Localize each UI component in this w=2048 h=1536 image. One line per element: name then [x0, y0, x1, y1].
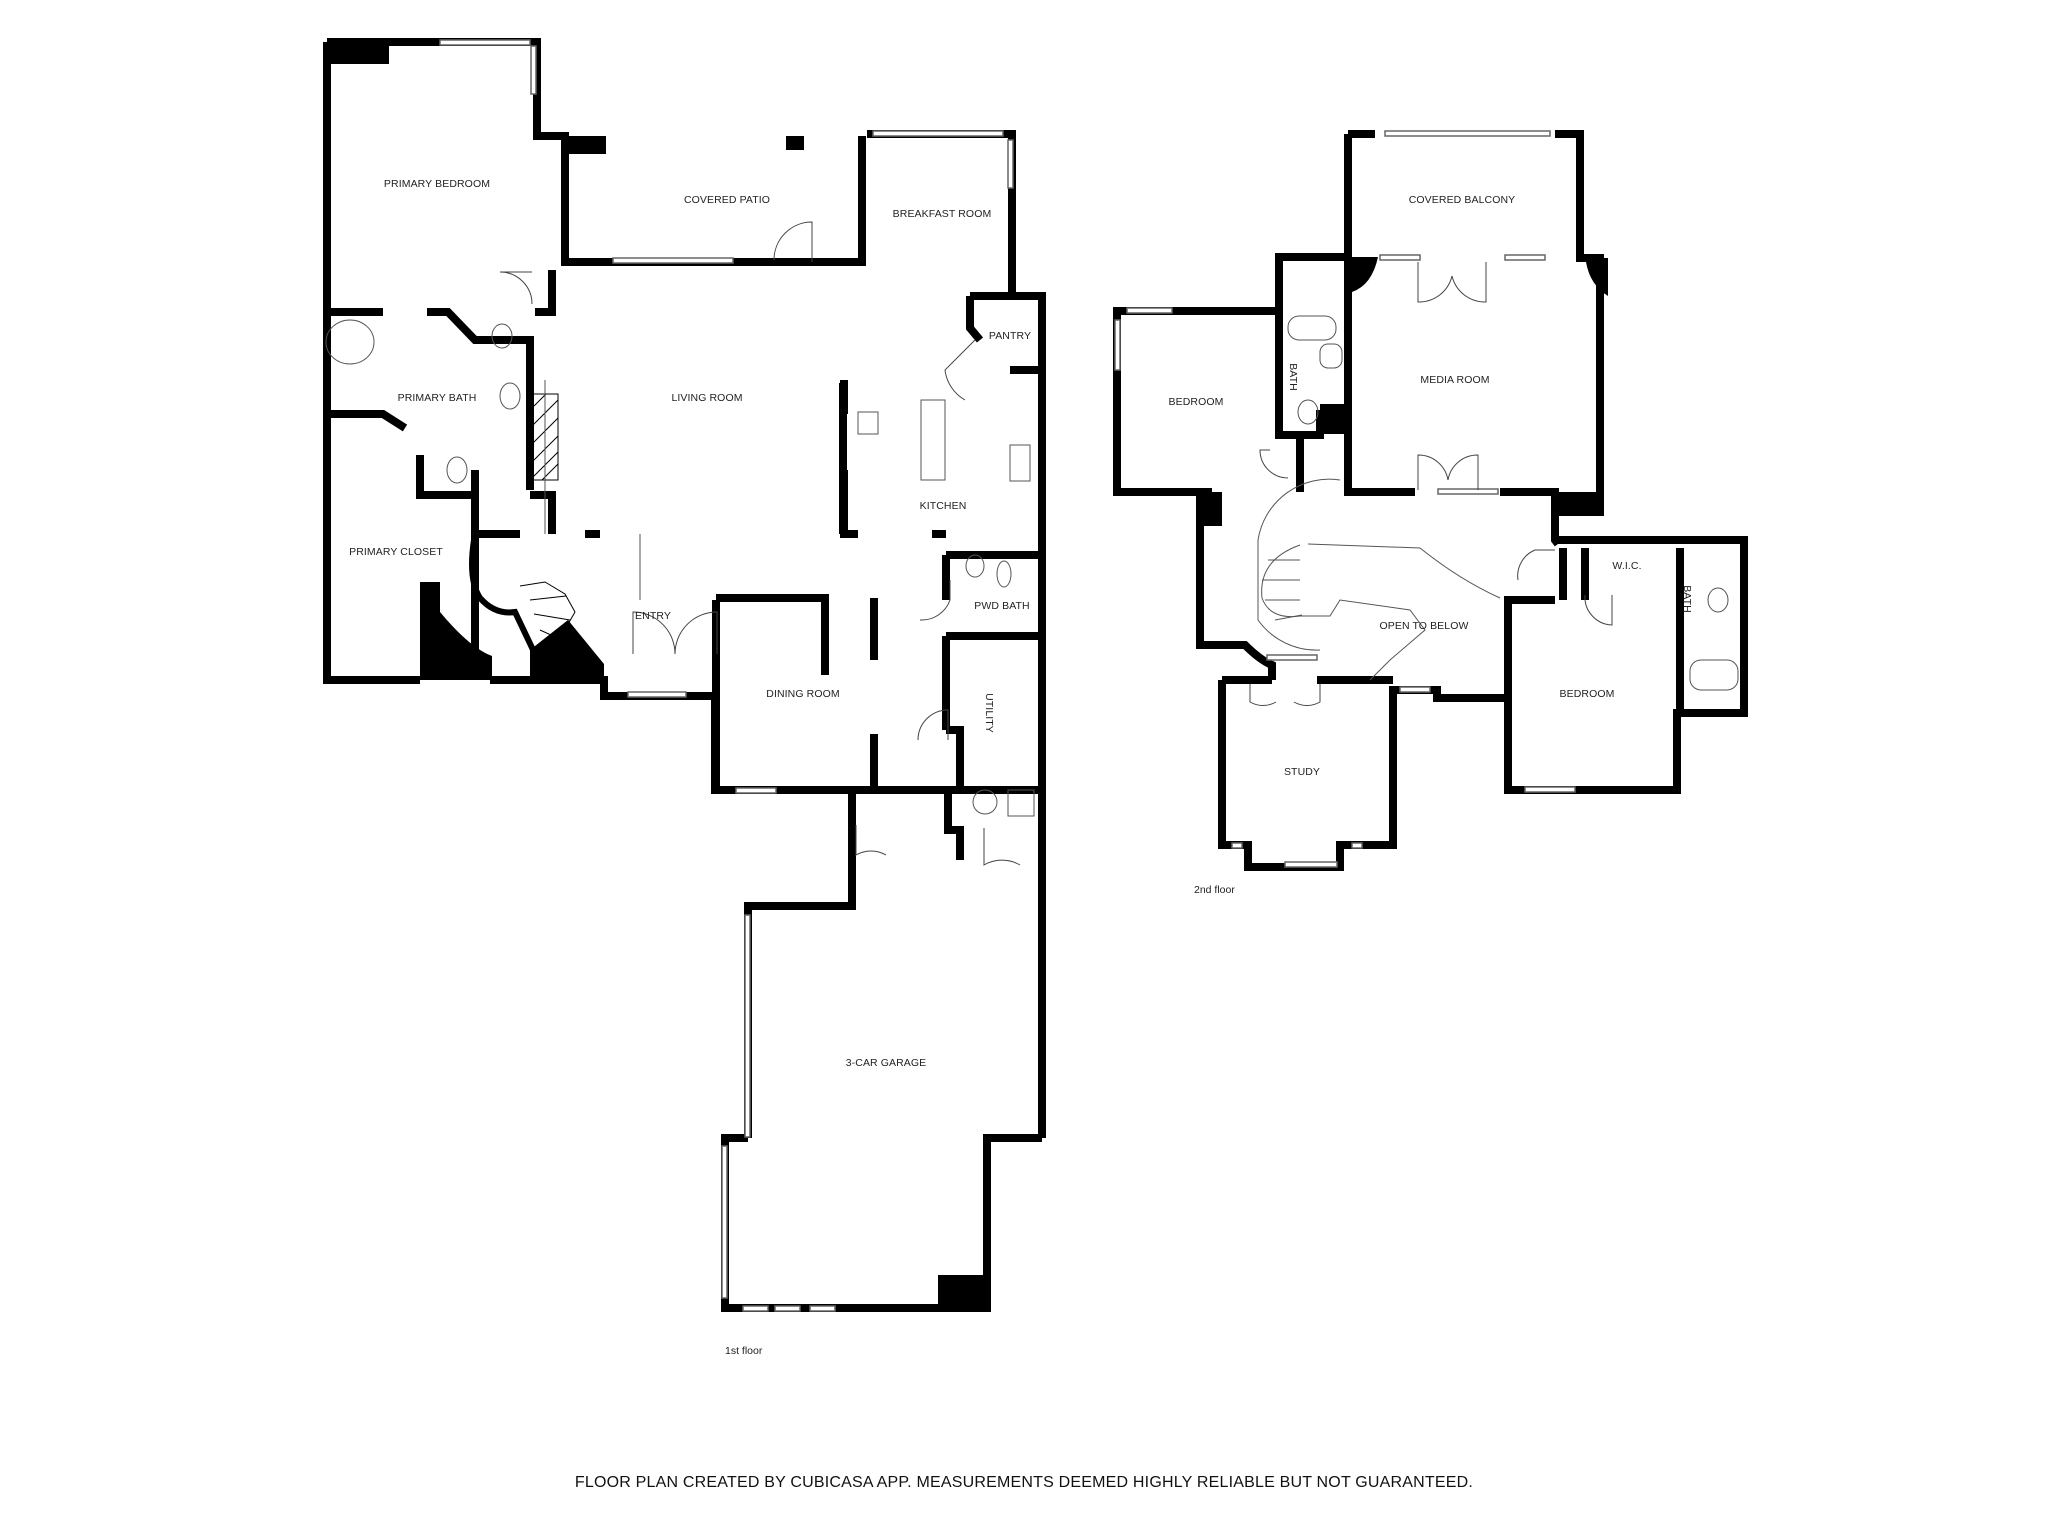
- room-label-primary-bedroom: PRIMARY BEDROOM: [383, 178, 491, 190]
- room-label-entry: ENTRY: [635, 610, 671, 622]
- second-floor-doors: [1249, 262, 1613, 706]
- first-floor-stair: [469, 539, 576, 677]
- room-label-covered-patio: COVERED PATIO: [683, 194, 771, 206]
- room-label-primary-bath: PRIMARY BATH: [397, 392, 477, 404]
- room-label-bath-west: BATH: [1287, 363, 1299, 391]
- disclaimer-footer: FLOOR PLAN CREATED BY CUBICASA APP. MEAS…: [574, 1474, 1474, 1491]
- room-label-living-room: LIVING ROOM: [671, 392, 743, 404]
- first-floor-columns: [327, 42, 988, 1309]
- room-label-pantry: PANTRY: [988, 330, 1032, 342]
- room-label-breakfast-room: BREAKFAST ROOM: [892, 208, 992, 220]
- floor-label-second: 2nd floor: [1194, 884, 1235, 896]
- windows: [439, 39, 1014, 1312]
- room-label-bedroom-west: BEDROOM: [1168, 396, 1224, 408]
- fireplace: [529, 393, 559, 481]
- room-label-pwd-bath: PWD BATH: [974, 600, 1030, 612]
- door-swings: [499, 221, 1021, 866]
- room-label-wic: W.I.C.: [1612, 560, 1642, 572]
- room-label-study: STUDY: [1283, 766, 1321, 778]
- room-label-open-to-below: OPEN TO BELOW: [1379, 620, 1469, 632]
- room-label-bedroom-east: BEDROOM: [1559, 688, 1615, 700]
- fixtures: [325, 319, 1035, 817]
- room-label-kitchen: KITCHEN: [919, 500, 967, 512]
- second-floor-windows: [1114, 130, 1576, 868]
- floor-label-first: 1st floor: [725, 1345, 763, 1357]
- room-label-covered-balcony: COVERED BALCONY: [1408, 194, 1516, 206]
- second-floor-columns: [1196, 257, 1608, 526]
- room-label-garage: 3-CAR GARAGE: [845, 1057, 927, 1069]
- room-label-bath-east: BATH: [1681, 585, 1693, 613]
- room-label-dining-room: DINING ROOM: [766, 688, 840, 700]
- room-label-media-room: MEDIA ROOM: [1420, 374, 1490, 386]
- room-label-primary-closet: PRIMARY CLOSET: [349, 546, 443, 558]
- second-floor-fixtures: [1257, 315, 1739, 691]
- room-label-utility: UTILITY: [983, 693, 995, 733]
